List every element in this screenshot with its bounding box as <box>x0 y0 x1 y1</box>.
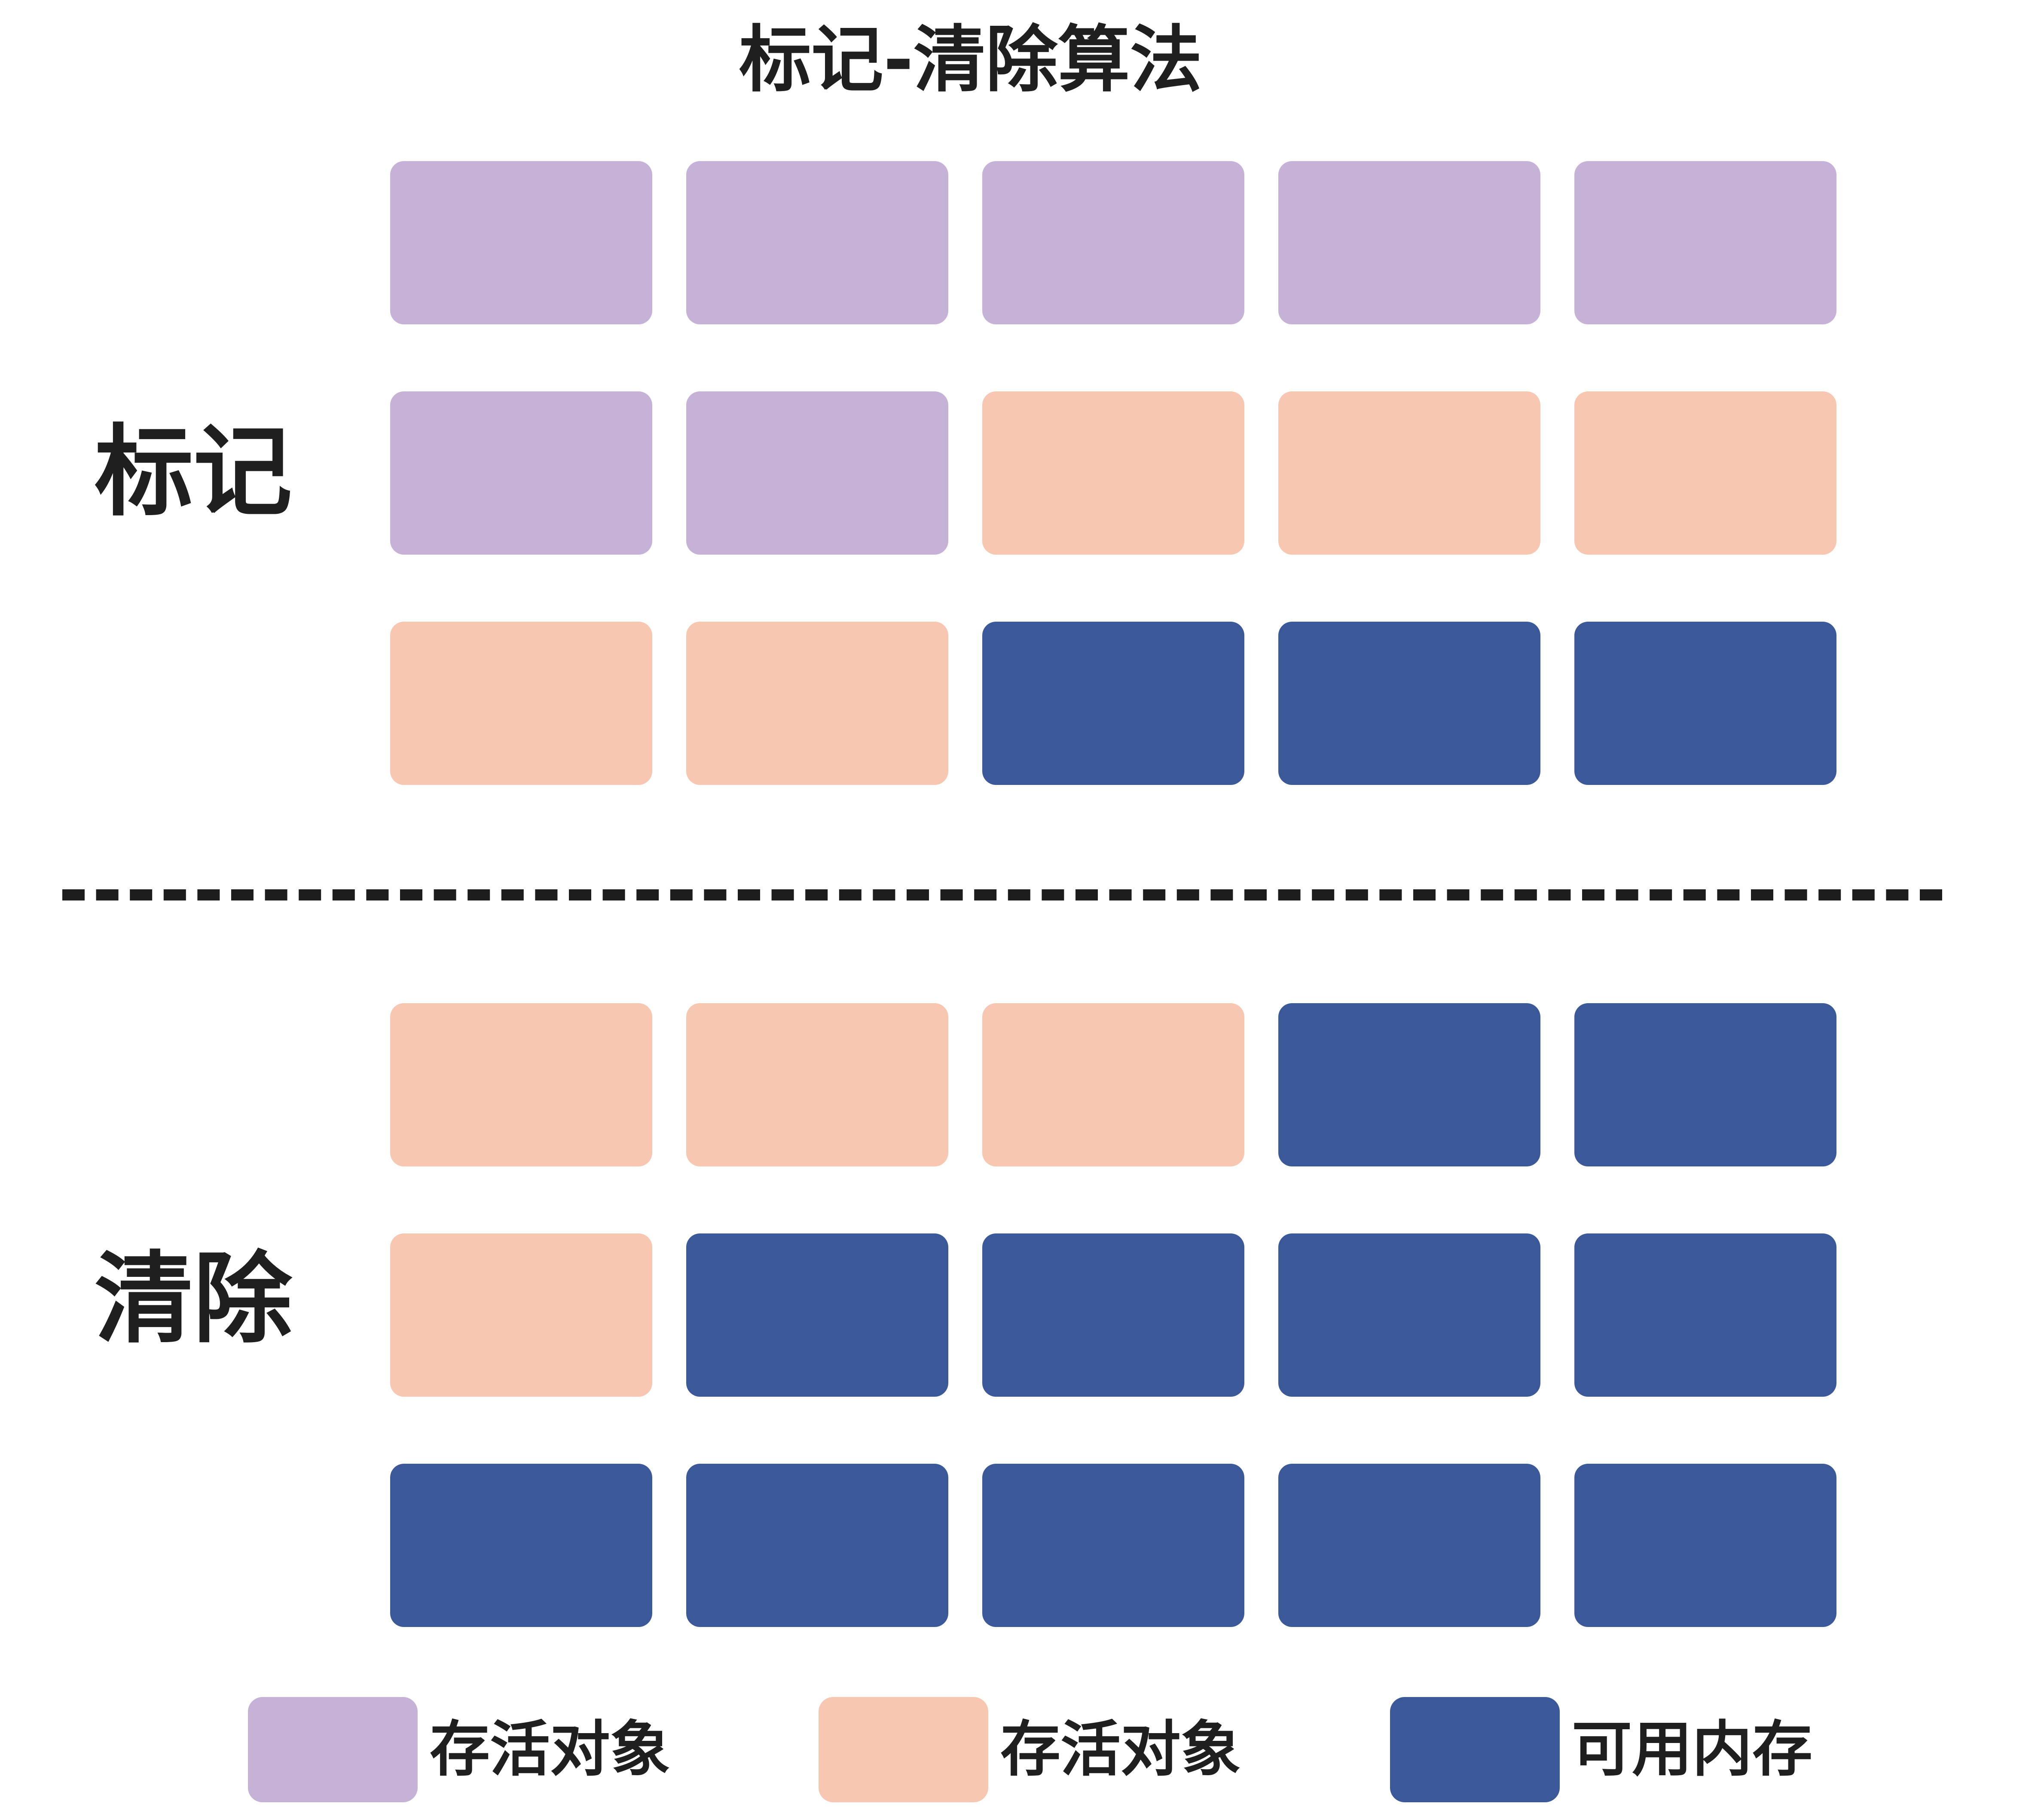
mark-memory-block-marked-r1-c1 <box>390 161 652 324</box>
mark-memory-block-alive-r3-c1 <box>390 622 652 785</box>
mark-memory-block-alive-r2-c5 <box>1574 391 1836 555</box>
section-label-mark: 标记 <box>95 415 293 530</box>
phase-divider <box>62 889 1942 900</box>
sweep-memory-block-free-r3-c5 <box>1574 1464 1836 1627</box>
legend-item-alive-object: 存活对象 <box>819 1697 1241 1802</box>
mark-memory-block-marked-r1-c3 <box>982 161 1244 324</box>
sweep-memory-block-free-r3-c3 <box>982 1464 1244 1627</box>
mark-memory-block-free-r3-c5 <box>1574 622 1836 785</box>
mark-memory-block-free-r3-c3 <box>982 622 1244 785</box>
sweep-phase-grid <box>390 1003 1837 1627</box>
mark-memory-block-alive-r2-c4 <box>1278 391 1540 555</box>
mark-memory-block-alive-r2-c3 <box>982 391 1244 555</box>
sweep-memory-block-free-r2-c4 <box>1278 1233 1540 1397</box>
legend-label-free: 可用内存 <box>1572 1714 1813 1785</box>
legend-swatch-alive <box>819 1697 988 1802</box>
sweep-memory-block-alive-r1-c1 <box>390 1003 652 1166</box>
legend-swatch-marked <box>248 1697 418 1802</box>
sweep-memory-block-alive-r2-c1 <box>390 1233 652 1397</box>
mark-memory-block-marked-r2-c2 <box>686 391 948 555</box>
sweep-memory-block-free-r2-c2 <box>686 1233 948 1397</box>
sweep-memory-block-alive-r1-c2 <box>686 1003 948 1166</box>
sweep-memory-block-free-r3-c4 <box>1278 1464 1540 1627</box>
legend-item-free-memory: 可用内存 <box>1390 1697 1812 1802</box>
mark-memory-block-free-r3-c4 <box>1278 622 1540 785</box>
mark-memory-block-marked-r1-c5 <box>1574 161 1836 324</box>
legend-swatch-free <box>1390 1697 1560 1802</box>
sweep-memory-block-free-r3-c2 <box>686 1464 948 1627</box>
mark-phase-grid <box>390 161 1837 785</box>
sweep-memory-block-alive-r1-c3 <box>982 1003 1244 1166</box>
legend-item-marked-object: 存活对象 <box>248 1697 670 1802</box>
mark-memory-block-marked-r2-c1 <box>390 391 652 555</box>
mark-memory-block-marked-r1-c4 <box>1278 161 1540 324</box>
mark-memory-block-marked-r1-c2 <box>686 161 948 324</box>
sweep-memory-block-free-r1-c4 <box>1278 1003 1540 1166</box>
sweep-memory-block-free-r3-c1 <box>390 1464 652 1627</box>
sweep-memory-block-free-r1-c5 <box>1574 1003 1836 1166</box>
legend-label-alive: 存活对象 <box>1000 1714 1241 1785</box>
legend-label-marked: 存活对象 <box>430 1714 671 1785</box>
sweep-memory-block-free-r2-c5 <box>1574 1233 1836 1397</box>
sweep-memory-block-free-r2-c3 <box>982 1233 1244 1397</box>
section-label-sweep: 清除 <box>95 1242 293 1357</box>
mark-memory-block-alive-r3-c2 <box>686 622 948 785</box>
diagram-title: 标记-清除算法 <box>739 18 1202 102</box>
